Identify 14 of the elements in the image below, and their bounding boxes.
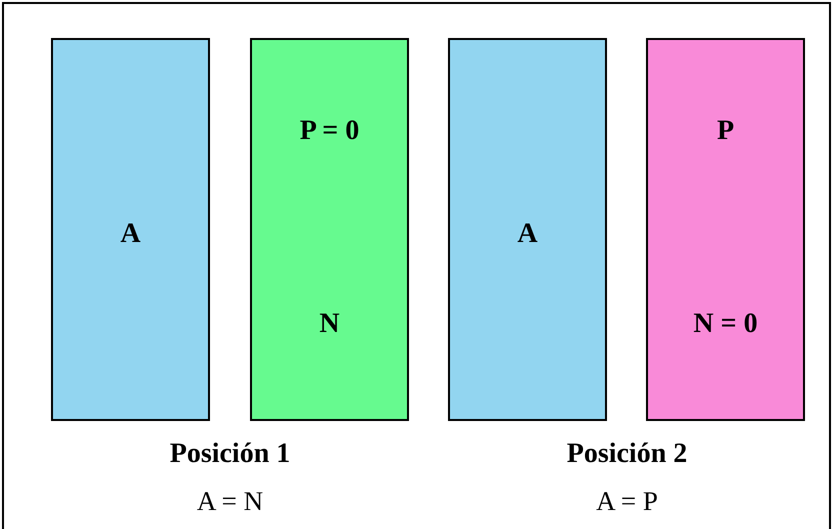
equation: A = P (596, 488, 658, 515)
box-text: A (517, 220, 538, 248)
box-text: P = 0 (300, 117, 360, 145)
column-box (646, 38, 805, 421)
position-title: Posición 2 (566, 440, 688, 468)
column-box (448, 38, 607, 421)
equation: A = N (196, 488, 264, 515)
column-box (51, 38, 210, 421)
box-text: N (319, 310, 340, 338)
box-text: P (716, 117, 734, 145)
position-title: Posición 1 (170, 440, 290, 468)
box-text: A (120, 220, 141, 248)
column-box (250, 38, 409, 421)
box-text: N = 0 (693, 310, 758, 338)
